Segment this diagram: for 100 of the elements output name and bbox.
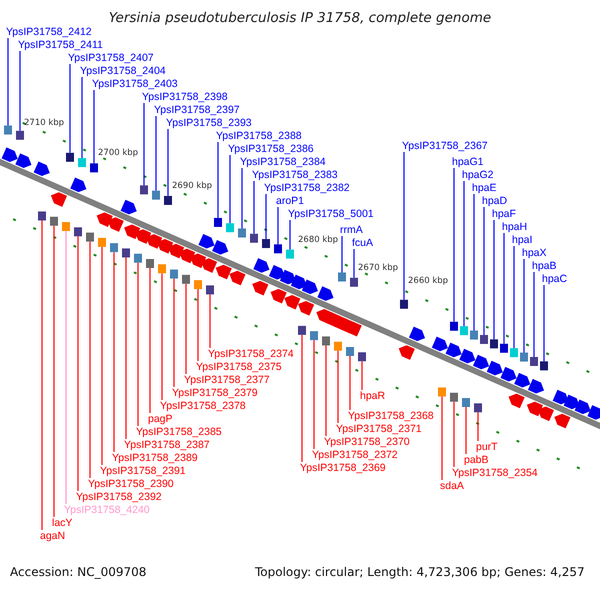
gene-label: YpsIP31758_2374: [208, 348, 294, 360]
leader-line: [197, 289, 199, 361]
gene-box: [400, 300, 408, 309]
gene-box: [110, 243, 118, 252]
gene-label: YpsIP31758_5001: [288, 208, 374, 220]
gene-label: YpsIP31758_2391: [100, 465, 186, 477]
genome-statistics-text: Topology: circular; Length: 4,723,306 bp; Genes: 4,257: [255, 565, 585, 579]
gene-box: [310, 331, 318, 340]
leader-line: [341, 236, 343, 272]
gene-box: [146, 259, 154, 268]
gene-box: [250, 234, 258, 243]
gene-label: YpsIP31758_2367: [402, 140, 488, 152]
gene-label: YpsIP31758_2389: [112, 452, 198, 464]
gene-box: [490, 339, 498, 348]
gene-box: [262, 239, 270, 248]
gene-label: YpsIP31758_2412: [6, 26, 92, 38]
gene-box: [530, 356, 538, 366]
gene-label: YpsIP31758_2383: [252, 169, 338, 181]
gene-box: [450, 322, 458, 331]
gene-label: YpsIP31758_2407: [68, 52, 154, 64]
gene-box: [134, 254, 142, 263]
gene-label: aroP1: [276, 195, 304, 207]
gene-label: YpsIP31758_2370: [324, 436, 410, 448]
gene-box: [140, 185, 148, 194]
title: Yersinia pseudotuberculosis IP 31758, complete genome: [108, 10, 492, 26]
leader-line: [277, 207, 279, 244]
gene-label: YpsIP31758_2384: [240, 156, 326, 168]
gene-label: hpaX: [522, 247, 547, 259]
leader-line: [143, 103, 145, 186]
gene-box: [460, 326, 468, 336]
leader-line: [167, 129, 169, 196]
gene-label: YpsIP31758_2411: [18, 39, 103, 51]
gene-box: [182, 274, 190, 284]
leader-line: [483, 207, 485, 335]
leader-line: [137, 262, 139, 426]
gene-label: YpsIP31758_2377: [184, 374, 270, 386]
gene-box: [98, 238, 106, 247]
leader-line: [209, 294, 211, 348]
leader-line: [81, 77, 83, 158]
gene-box: [540, 361, 548, 370]
leader-line: [149, 268, 151, 413]
leader-line: [53, 226, 55, 517]
leader-line: [161, 273, 163, 400]
leader-line: [523, 259, 525, 353]
gene-box: [470, 330, 478, 340]
leader-line: [89, 242, 91, 478]
leader-line: [65, 231, 67, 504]
leader-line: [229, 155, 231, 224]
leader-line: [543, 285, 545, 362]
leader-line: [125, 257, 127, 439]
gene-box: [122, 248, 130, 258]
gene-label: YpsIP31758_2371: [336, 423, 422, 435]
scale-label: 2690 kbp: [172, 181, 212, 191]
leader-line: [93, 90, 95, 164]
gene-box: [66, 152, 74, 162]
leader-line: [289, 220, 291, 250]
gene-label: hpaC: [542, 273, 568, 285]
gene-label: hpaG1: [452, 156, 484, 168]
gene-box: [194, 280, 202, 290]
gene-label: YpsIP31758_2390: [88, 478, 174, 490]
leader-line: [173, 278, 175, 387]
gene-box: [274, 244, 282, 254]
scale-label: 2660 kbp: [408, 276, 448, 286]
leader-line: [441, 396, 443, 480]
gene-label: YpsIP31758_2387: [124, 439, 210, 451]
gene-box: [38, 211, 46, 220]
gene-label: hpaF: [492, 208, 516, 220]
gene-box: [74, 227, 82, 236]
leader-line: [301, 334, 303, 462]
scale-label: 2700 kbp: [98, 148, 138, 158]
gene-box: [90, 163, 98, 172]
gene-box: [78, 158, 86, 168]
leader-line: [353, 249, 355, 278]
gene-label: YpsIP31758_2404: [80, 65, 166, 77]
scale-label: 2710 kbp: [24, 118, 64, 128]
gene-box: [474, 403, 482, 412]
gene-box: [214, 218, 222, 227]
leader-line: [77, 236, 79, 491]
leader-line: [465, 407, 467, 454]
leader-line: [101, 246, 103, 465]
gene-box: [500, 344, 508, 353]
gene-box: [338, 272, 346, 282]
gene-label: YpsIP31758_2372: [312, 449, 398, 461]
leader-line: [473, 194, 475, 331]
accession-text: Accession: NC_009708: [10, 565, 146, 579]
gene-label: YpsIP31758_2398: [142, 91, 228, 103]
gene-label: agaN: [40, 530, 66, 542]
leader-line: [361, 361, 363, 390]
leader-line: [325, 345, 327, 436]
gene-label: lacY: [52, 517, 72, 529]
gene-box: [334, 342, 342, 351]
gene-box: [62, 222, 70, 232]
gene-box: [450, 392, 458, 402]
gene-box: [350, 278, 358, 287]
gene-label: YpsIP31758_2393: [166, 117, 252, 129]
gene-box: [4, 126, 12, 135]
gene-box: [322, 336, 330, 346]
gene-label: YpsIP31758_2388: [216, 130, 302, 142]
gene-box: [86, 232, 94, 242]
gene-label: pagP: [148, 413, 173, 425]
